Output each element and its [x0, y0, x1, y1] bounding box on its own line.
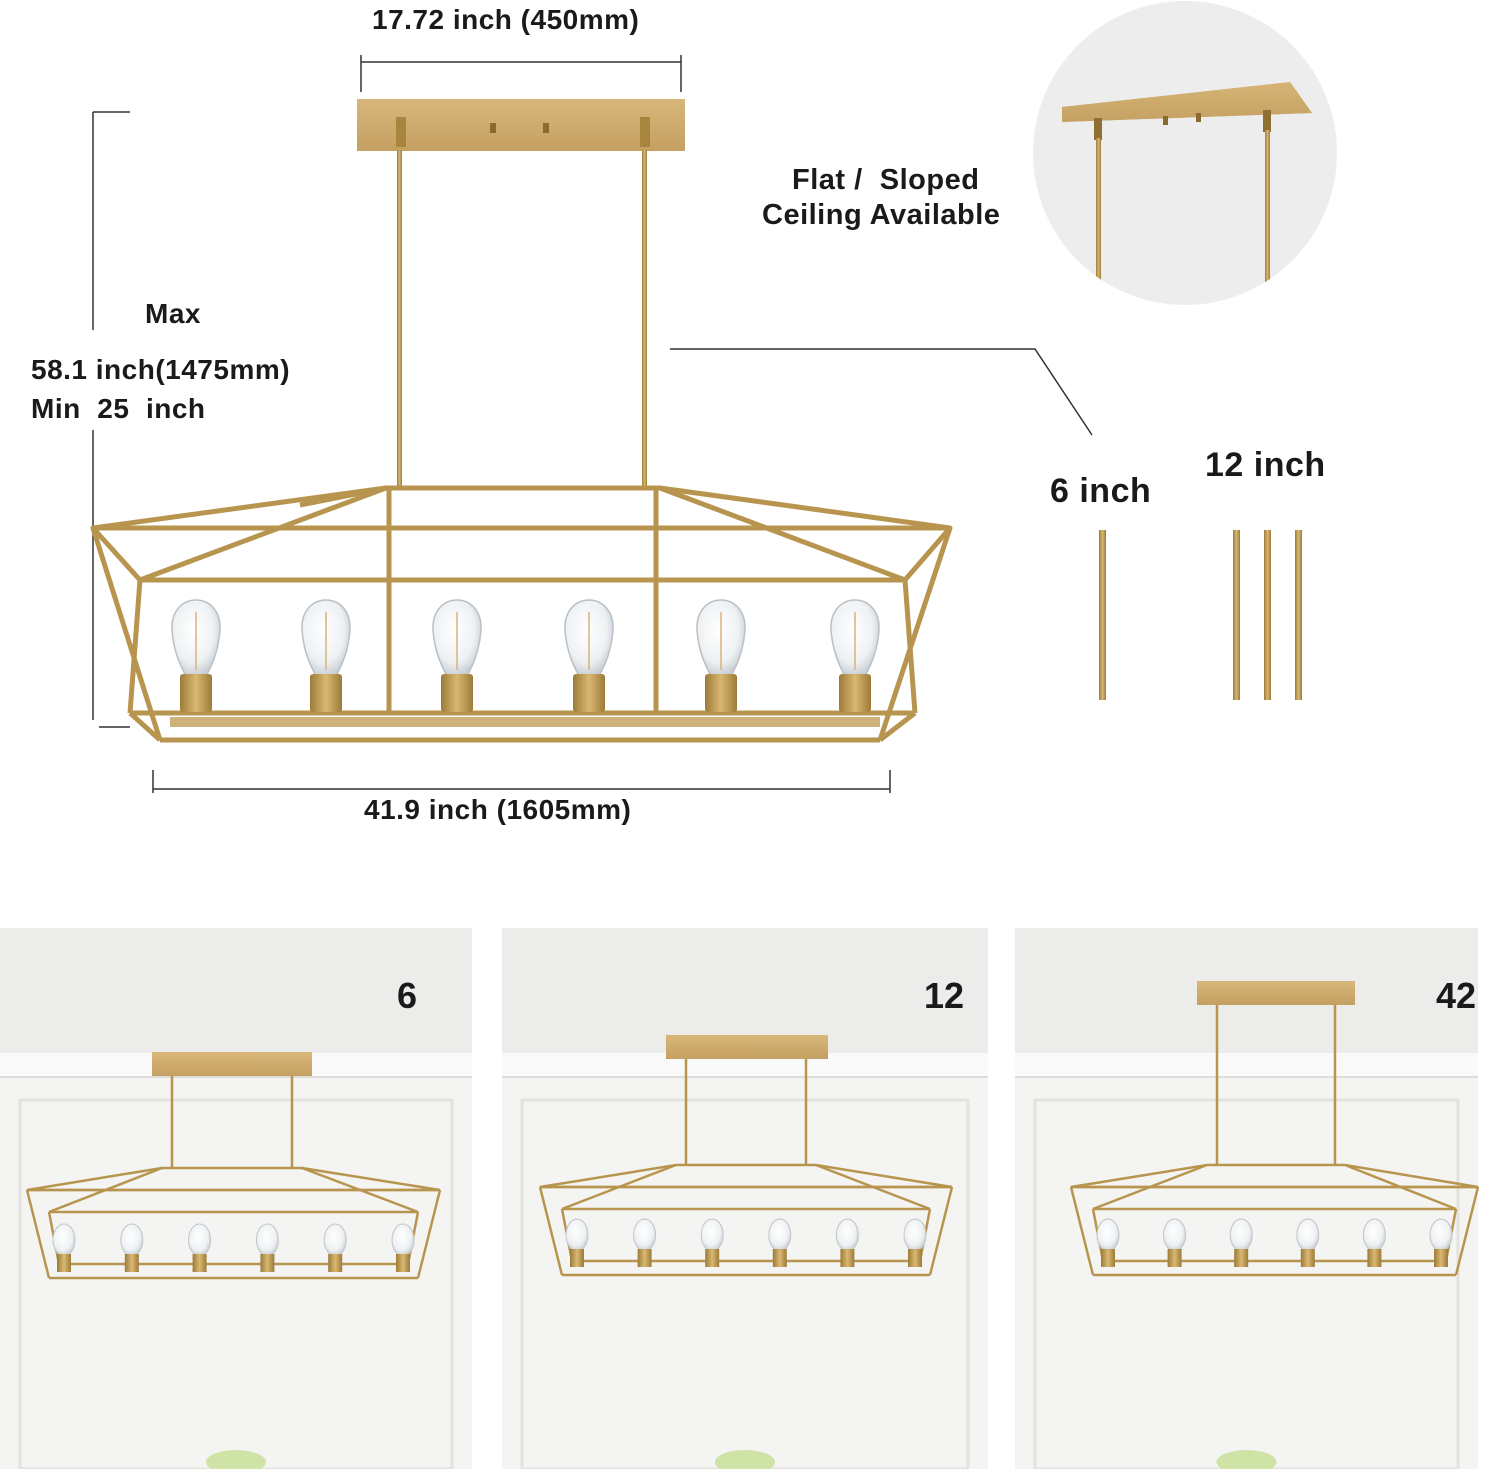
bulb [1429, 1218, 1453, 1267]
bulb [301, 599, 351, 712]
bulb [696, 599, 746, 712]
bulb [52, 1223, 76, 1272]
height-dimension [92, 111, 130, 728]
rod-long-label: 12 inch [1205, 446, 1326, 484]
panels [0, 928, 1480, 1469]
bulb [633, 1218, 657, 1267]
bulb [1229, 1218, 1253, 1267]
leader-line [670, 348, 1093, 436]
bulb [835, 1218, 859, 1267]
ceiling-note-line2: Ceiling Available [762, 199, 1001, 231]
installation-panel [1015, 928, 1480, 1469]
panel-label-6: 6 [397, 975, 418, 1016]
sloped-ceiling-inset [1033, 1, 1337, 305]
height-max-value: 58.1 inch(1475mm) [31, 354, 291, 385]
rod-options [1099, 530, 1302, 700]
bulb [830, 599, 880, 712]
bulb [391, 1223, 415, 1272]
fixture-length-label: 41.9 inch (1605mm) [364, 794, 632, 825]
panel-label-42: 42 [1436, 975, 1477, 1016]
bulb [1362, 1218, 1386, 1267]
canopy-width-dimension [360, 55, 682, 92]
bulb [255, 1223, 279, 1272]
bulb [323, 1223, 347, 1272]
installation-panel [502, 928, 988, 1469]
bulb [1296, 1218, 1320, 1267]
bulb [432, 599, 482, 712]
bulb [903, 1218, 927, 1267]
bulb [120, 1223, 144, 1272]
bulb [565, 1218, 589, 1267]
bulb [188, 1223, 212, 1272]
length-dimension [152, 770, 891, 793]
rod-short-label: 6 inch [1050, 472, 1152, 510]
canopy-width-label: 17.72 inch (450mm) [372, 4, 640, 35]
main-bulbs [171, 599, 880, 712]
height-max-label: Max [145, 298, 201, 329]
chandelier-main [90, 99, 953, 743]
installation-panel [0, 928, 472, 1469]
bulb [1096, 1218, 1120, 1267]
bulb [171, 599, 221, 712]
height-min-value: Min 25 inch [31, 393, 206, 424]
bulb [768, 1218, 792, 1267]
bulb [564, 599, 614, 712]
bulb [700, 1218, 724, 1267]
ceiling-note-line1: Flat / Sloped [792, 164, 980, 196]
bulb [1163, 1218, 1187, 1267]
panel-label-12: 12 [924, 975, 965, 1016]
